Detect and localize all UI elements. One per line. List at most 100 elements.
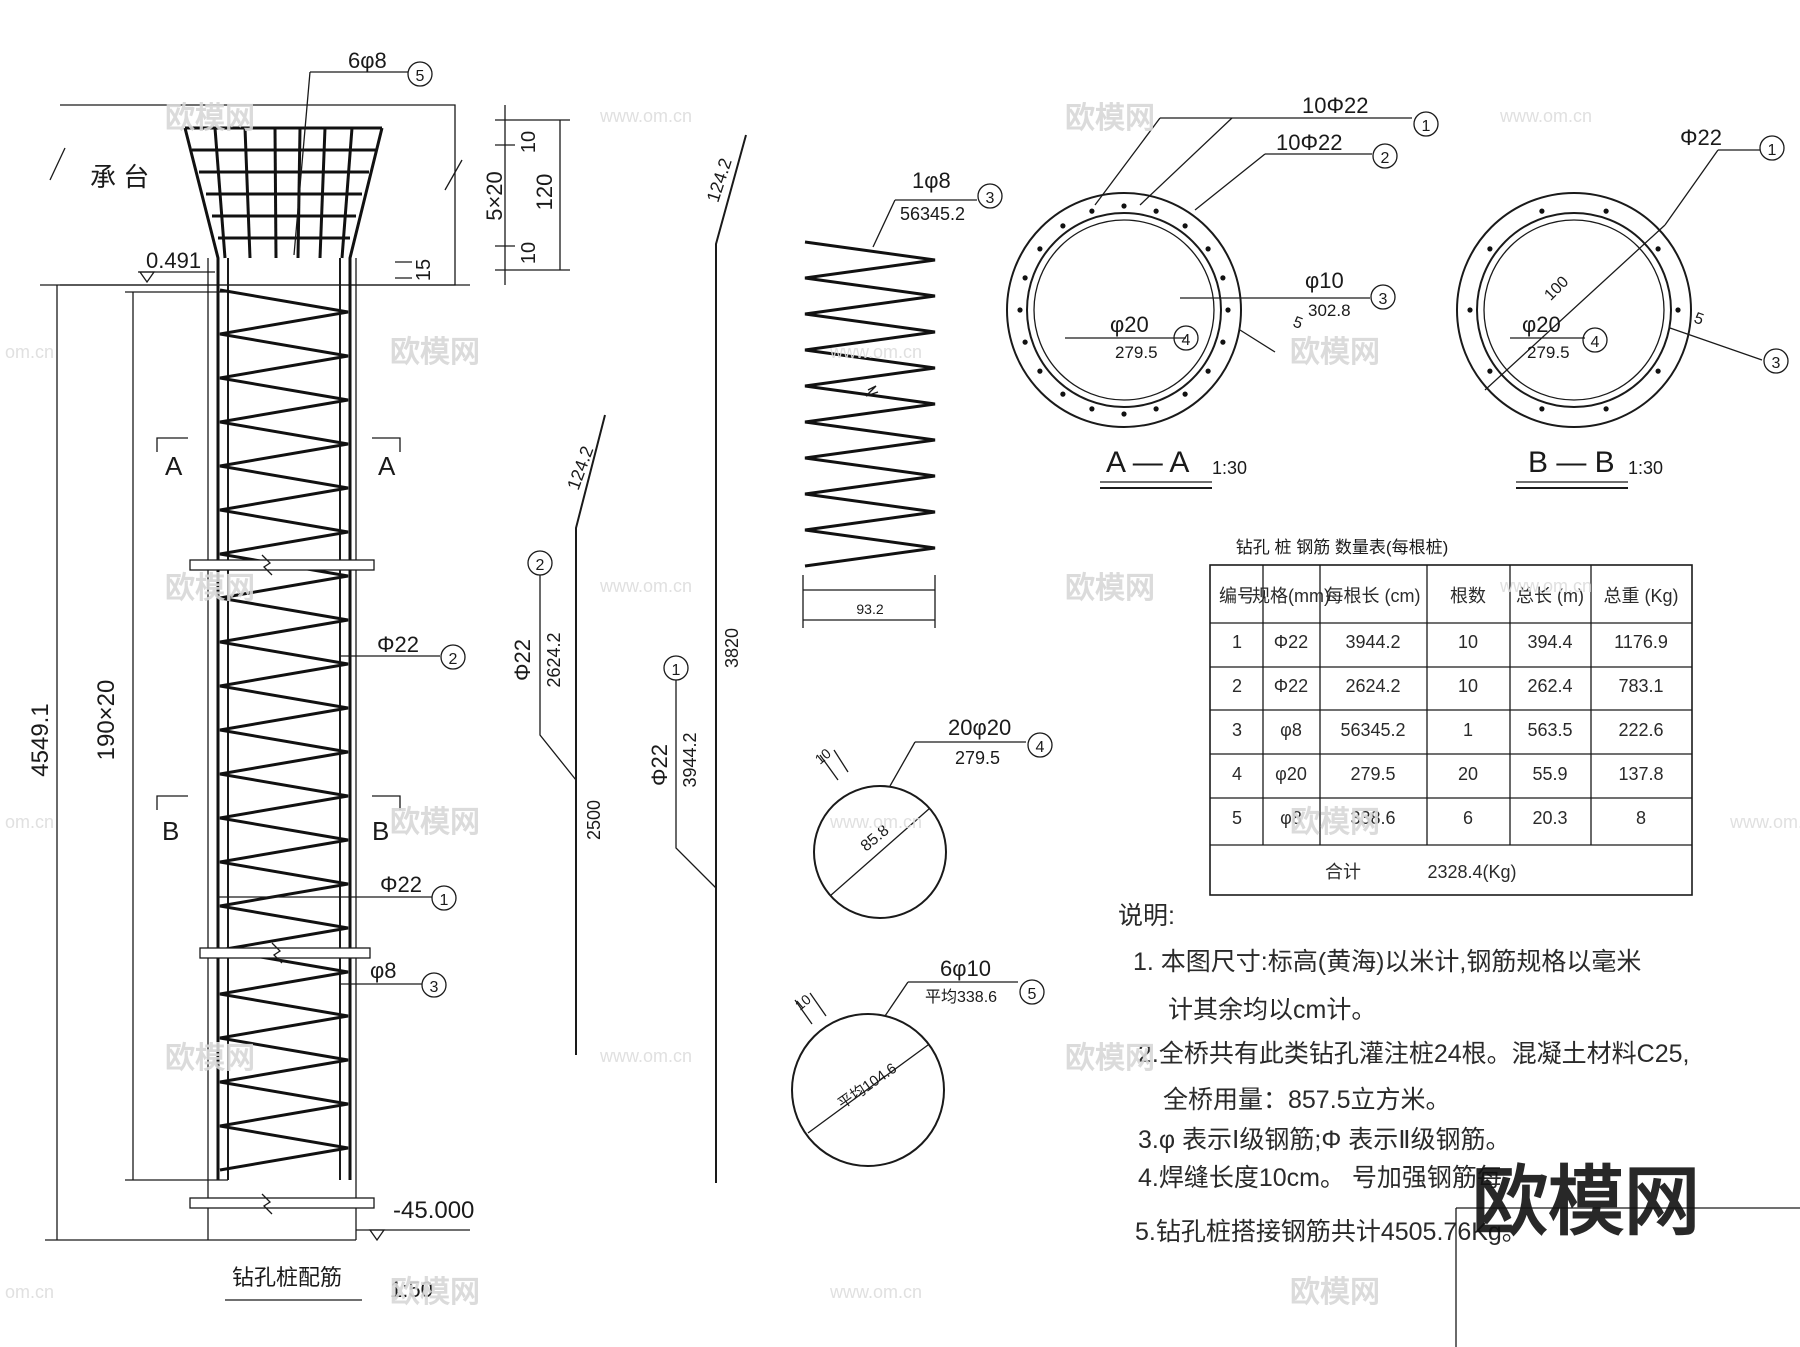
section-b-b: Φ22 1 100 φ20 279.5 4 3 5 B — B 1:30 <box>1456 125 1789 489</box>
watermark-site: om.cn <box>5 1282 54 1302</box>
rebar-dot <box>1539 406 1545 412</box>
section-a-left: A <box>165 451 183 481</box>
td-count: 6 <box>1463 808 1473 828</box>
rebar-dot <box>1089 208 1095 214</box>
th-spec: 规格(mm) <box>1252 586 1330 606</box>
section-b-title: B — B <box>1528 446 1615 479</box>
callout-2: 2 <box>449 651 458 668</box>
td-total-weight: 222.6 <box>1618 720 1663 740</box>
note-2: 2.全桥共有此类钻孔灌注桩24根。混凝土材料C25, <box>1138 1040 1689 1068</box>
callout-3-elev: 3 <box>430 979 439 996</box>
section-a-label-2: 10Φ22 <box>1276 130 1343 155</box>
callout-1: 1 <box>440 892 449 909</box>
watermark-site: www.om.cn <box>829 1282 922 1302</box>
table-title: 钻孔 桩 钢筋 数量表(每根桩) <box>1236 538 1449 557</box>
bar2-spec: Φ22 <box>510 639 535 681</box>
section-a-value-3: 302.8 <box>1308 301 1351 320</box>
ring4-spec: 20φ20 <box>948 715 1011 740</box>
section-a-cover: 5 <box>1291 314 1305 333</box>
dim-5x20: 5×20 <box>482 171 507 221</box>
section-b-label-1: Φ22 <box>1680 125 1722 150</box>
td-each-length: 2624.2 <box>1345 676 1400 696</box>
section-b-label-4: φ20 <box>1522 312 1561 337</box>
total-length: 4549.1 <box>27 703 54 776</box>
label-6phi8: 6φ8 <box>348 48 387 73</box>
bar-2-detail: 124.2 2 Φ22 2624.2 2500 <box>510 414 606 1055</box>
watermark-site: www.om.cn <box>599 106 692 126</box>
section-b-value-4: 279.5 <box>1527 343 1570 362</box>
elevation-scale: 1:50 <box>390 1277 433 1302</box>
spiral-detail: 1φ8 56345.2 3 93.2 <box>802 168 1003 628</box>
rebar-dot <box>1182 223 1188 229</box>
label-phi8-spiral: φ8 <box>370 958 397 983</box>
rebar-dot <box>1153 406 1159 412</box>
td-each-length: 56345.2 <box>1340 720 1405 740</box>
dim-120: 120 <box>532 174 557 211</box>
td-total-weight: 1176.9 <box>1614 632 1668 652</box>
td-total-length: 563.5 <box>1527 720 1572 740</box>
ring5-spec: 6φ10 <box>940 956 991 981</box>
table-total-value: 2328.4(Kg) <box>1427 862 1516 882</box>
section-b-callout-1: 1 <box>1768 142 1777 159</box>
td-count: 10 <box>1458 676 1478 696</box>
td-id: 1 <box>1232 632 1242 652</box>
rebar-dot <box>1487 368 1493 374</box>
label-phi22-bar1: Φ22 <box>380 872 422 897</box>
section-a-callout-1: 1 <box>1422 118 1431 135</box>
section-a-a: 10Φ22 1 10Φ22 2 φ10 302.8 3 φ20 279.5 4 … <box>1006 93 1439 489</box>
note-2-cont: 全桥用量：857.5立方米。 <box>1163 1086 1451 1114</box>
watermark-site: www.om.cn <box>1499 106 1592 126</box>
spiral-callout: 3 <box>986 190 995 207</box>
rebar-dot <box>1655 368 1661 374</box>
bar1-bend-length: 124.2 <box>703 156 736 205</box>
rebar-dot <box>1603 406 1609 412</box>
ring5-callout: 5 <box>1028 986 1037 1003</box>
td-spec: φ8 <box>1280 808 1302 828</box>
watermark-site: www.om.cn <box>1729 812 1800 832</box>
section-a-callout-3: 3 <box>1379 291 1388 308</box>
ring5-diameter: 平均104.6 <box>835 1060 900 1113</box>
td-total-weight: 8 <box>1636 808 1646 828</box>
section-a-label-3: φ10 <box>1305 268 1344 293</box>
section-b-right: B <box>372 816 389 846</box>
td-total-length: 262.4 <box>1527 676 1572 696</box>
td-each-length: 279.5 <box>1350 764 1395 784</box>
th-total-weight: 总重 (Kg) <box>1603 586 1678 606</box>
cap-label: 承 台 <box>90 162 149 192</box>
bar1-straight-length: 3820 <box>722 628 742 668</box>
note-5: 5.钻孔桩搭接钢筋共计4505.76Kg。 <box>1135 1218 1527 1246</box>
watermark-brand: 欧模网 <box>1065 1042 1155 1075</box>
rebar-dot <box>1121 411 1127 417</box>
watermarks: 欧模网 www.om.cn 欧模网 www.om.cn om.cn 欧模网 ww… <box>5 102 1800 1309</box>
th-each-length: 每根长 (cm) <box>1326 586 1421 606</box>
note-1: 1. 本图尺寸:标高(黄海)以米计,钢筋规格以毫米 <box>1133 948 1641 976</box>
rebar-dot <box>1205 246 1211 252</box>
rebar-dot <box>1022 339 1028 345</box>
rebar-dot <box>1017 307 1023 313</box>
td-each-length: 3944.2 <box>1345 632 1400 652</box>
watermark-brand: 欧模网 <box>1290 336 1380 369</box>
watermark-site: om.cn <box>5 812 54 832</box>
bar-1-detail: 124.2 3820 1 Φ22 3944.2 <box>647 134 747 1183</box>
section-b-bars <box>1467 208 1681 412</box>
spiral-length: 190×20 <box>93 680 120 761</box>
rebar-dot <box>1060 223 1066 229</box>
rebar-dot <box>1182 391 1188 397</box>
section-b-scale: 1:30 <box>1628 458 1663 478</box>
watermark-brand: 欧模网 <box>1290 806 1380 839</box>
watermark-site: om.cn <box>5 342 54 362</box>
pile-elevation: 承 台 <box>27 48 570 1302</box>
td-count: 10 <box>1458 632 1478 652</box>
watermark-brand: 欧模网 <box>1290 1276 1380 1309</box>
section-a-scale: 1:30 <box>1212 458 1247 478</box>
th-count: 根数 <box>1450 586 1486 606</box>
td-total-length: 20.3 <box>1532 808 1567 828</box>
ring5-length: 平均338.6 <box>925 988 997 1006</box>
rebar-dot <box>1037 246 1043 252</box>
rebar-dot <box>1220 339 1226 345</box>
td-total-weight: 137.8 <box>1618 764 1663 784</box>
td-count: 1 <box>1463 720 1473 740</box>
top-elevation: 0.491 <box>146 248 201 273</box>
dim-10-top: 10 <box>518 131 540 153</box>
